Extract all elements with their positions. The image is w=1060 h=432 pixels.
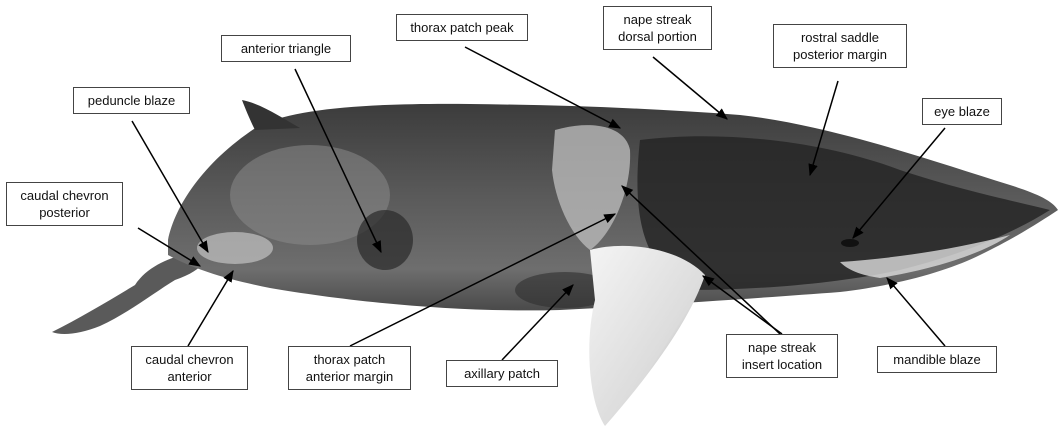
label-line: posterior margin [782, 46, 898, 63]
tail-fluke [52, 250, 205, 334]
label-anterior-triangle: anterior triangle [221, 35, 351, 62]
label-nape-streak-insert-location: nape streak insert location [726, 334, 838, 378]
arrow-nape-streak-dorsal [653, 57, 727, 119]
arrow-mandible-blaze [887, 278, 945, 346]
label-line: eye blaze [931, 103, 993, 120]
label-axillary-patch: axillary patch [446, 360, 558, 387]
label-line: insert location [735, 356, 829, 373]
peduncle-light-patch [197, 232, 273, 264]
label-line: posterior [15, 204, 114, 221]
label-line: anterior [140, 368, 239, 385]
label-line: thorax patch [297, 351, 402, 368]
label-line: nape streak [612, 11, 703, 28]
arrow-caudal-chevron-anterior [188, 271, 233, 346]
pectoral-flipper [589, 246, 705, 426]
label-caudal-chevron-anterior: caudal chevron anterior [131, 346, 248, 390]
label-rostral-saddle-posterior-margin: rostral saddle posterior margin [773, 24, 907, 68]
label-nape-streak-dorsal-portion: nape streak dorsal portion [603, 6, 712, 50]
label-thorax-patch-peak: thorax patch peak [396, 14, 528, 41]
label-line: caudal chevron [15, 187, 114, 204]
rostral-saddle-shade [637, 136, 1050, 290]
label-line: dorsal portion [612, 28, 703, 45]
label-line: anterior margin [297, 368, 402, 385]
label-mandible-blaze: mandible blaze [877, 346, 997, 373]
label-line: axillary patch [455, 365, 549, 382]
label-peduncle-blaze: peduncle blaze [73, 87, 190, 114]
label-eye-blaze: eye blaze [922, 98, 1002, 125]
label-line: peduncle blaze [82, 92, 181, 109]
label-line: rostral saddle [782, 29, 898, 46]
dorsal-fin [242, 100, 300, 130]
label-caudal-chevron-posterior: caudal chevron posterior [6, 182, 123, 226]
label-line: anterior triangle [230, 40, 342, 57]
label-line: thorax patch peak [405, 19, 519, 36]
label-line: mandible blaze [886, 351, 988, 368]
label-thorax-patch-anterior-margin: thorax patch anterior margin [288, 346, 411, 390]
whale-eye [841, 239, 859, 247]
label-line: nape streak [735, 339, 829, 356]
label-line: caudal chevron [140, 351, 239, 368]
